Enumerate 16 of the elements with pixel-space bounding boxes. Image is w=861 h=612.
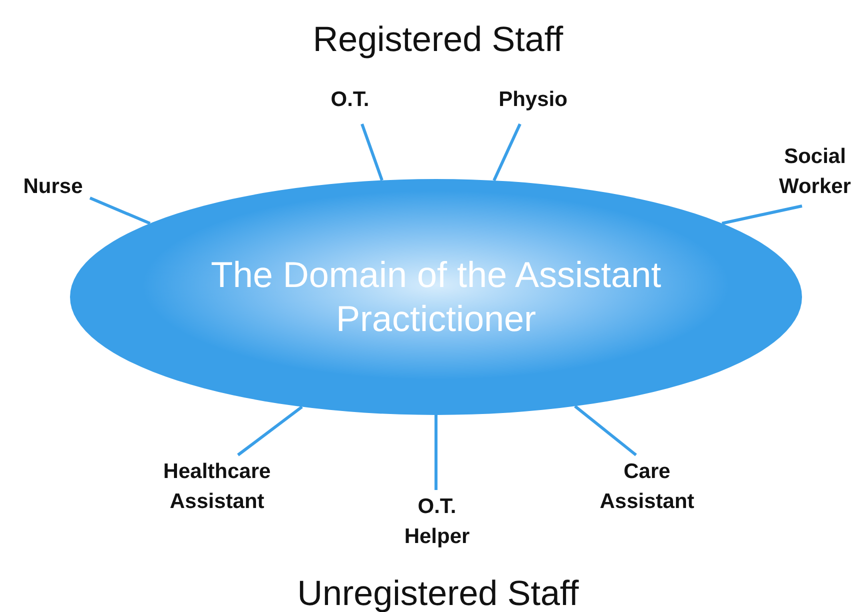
role-label: O.T. Helper — [397, 492, 477, 552]
connector-line — [89, 196, 151, 225]
role-label: Physio — [483, 85, 583, 115]
connector-line — [237, 406, 303, 456]
connector-line — [574, 404, 637, 456]
connector-line — [360, 124, 384, 181]
connector-line — [434, 415, 438, 490]
role-label: Healthcare Assistant — [152, 457, 282, 517]
group-heading: Registered Staff — [312, 20, 564, 60]
role-label: O.T. — [310, 85, 390, 115]
domain-title: The Domain of the Assistant Practictioner — [210, 253, 662, 341]
role-label: Care Assistant — [592, 457, 702, 517]
role-label: Social Worker — [765, 142, 861, 202]
connector-line — [492, 123, 522, 182]
role-label: Nurse — [8, 172, 98, 202]
connector-line — [722, 204, 802, 225]
